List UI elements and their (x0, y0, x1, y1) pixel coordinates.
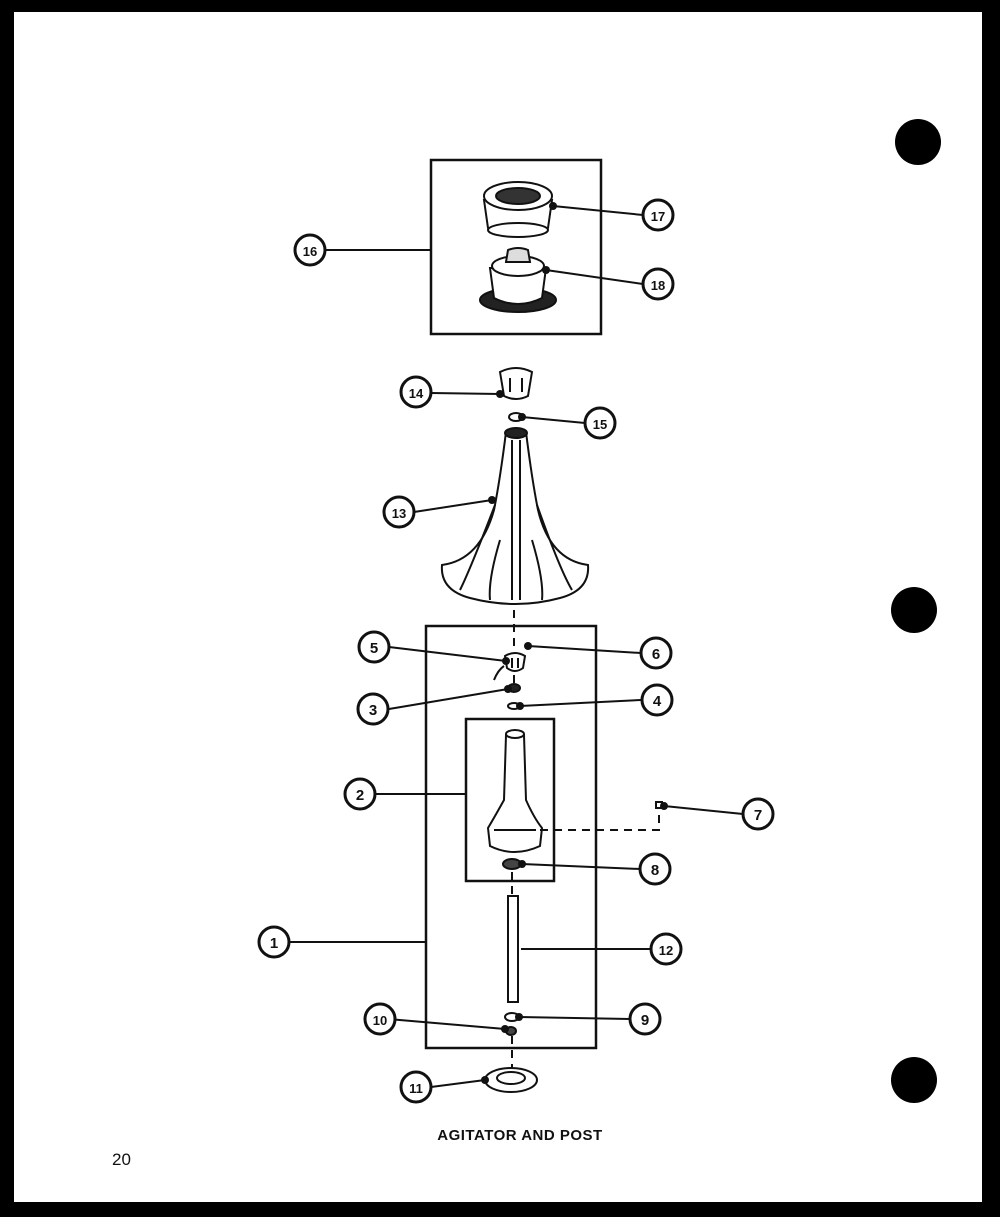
callout-6: 6 (639, 636, 673, 670)
part-10-screw (505, 1026, 517, 1036)
punch-hole (891, 1057, 937, 1103)
callout-15: 15 (583, 406, 617, 440)
part-2-post (486, 729, 544, 853)
part-17-cap (482, 181, 554, 238)
part-7-screw (655, 801, 663, 809)
part-11-ring (484, 1067, 538, 1093)
part-8-seal (502, 858, 522, 870)
callout-11: 11 (399, 1070, 433, 1104)
callout-3: 3 (356, 692, 390, 726)
punch-hole (895, 119, 941, 165)
diagram-title: AGITATOR AND POST (437, 1127, 603, 1144)
svg-text:1: 1 (270, 935, 278, 952)
svg-text:11: 11 (409, 1081, 423, 1096)
assembly-box-1 (424, 624, 598, 1050)
svg-text:8: 8 (651, 862, 659, 879)
callout-16: 16 (293, 233, 327, 267)
svg-text:4: 4 (653, 693, 662, 710)
svg-text:18: 18 (651, 278, 665, 293)
bracket-lines (290, 249, 650, 950)
svg-text:12: 12 (659, 943, 673, 958)
svg-text:15: 15 (593, 417, 607, 432)
svg-text:7: 7 (754, 807, 762, 824)
post-box-2 (464, 717, 556, 883)
callout-10: 10 (363, 1002, 397, 1036)
callout-17: 17 (641, 198, 675, 232)
parts (440, 181, 663, 1093)
assembly-lines (511, 610, 660, 1068)
svg-text:2: 2 (356, 787, 364, 804)
svg-text:14: 14 (409, 386, 424, 401)
svg-text:9: 9 (641, 1012, 649, 1029)
part-4-washer (507, 702, 521, 710)
part-12-shaft (507, 895, 519, 1003)
callout-13: 13 (382, 495, 416, 529)
punch-hole (891, 587, 937, 633)
part-13-agitator (440, 427, 590, 605)
callout-14: 14 (399, 375, 433, 409)
part-15-washer (508, 412, 524, 422)
kit-box-16 (429, 158, 603, 336)
part-3-washer (507, 683, 521, 693)
callout-8: 8 (638, 852, 672, 886)
callout-7: 7 (741, 797, 775, 831)
part-9-washer (504, 1012, 520, 1022)
svg-text:17: 17 (651, 209, 665, 224)
callout-12: 12 (649, 932, 683, 966)
callout-18: 18 (641, 267, 675, 301)
part-18-cap-base (479, 247, 557, 313)
svg-text:6: 6 (652, 646, 660, 663)
svg-text:10: 10 (373, 1013, 387, 1028)
punch-holes (891, 119, 941, 1103)
callout-9: 9 (628, 1002, 662, 1036)
callout-2: 2 (343, 777, 377, 811)
svg-text:16: 16 (303, 244, 317, 259)
page-number: 20 (112, 1150, 131, 1169)
callouts: 1 2 3 4 5 6 7 8 9 10 11 12 13 14 15 16 1… (257, 198, 775, 1104)
leader-lines (387, 202, 744, 1088)
group-boxes (424, 158, 603, 1050)
part-14-cap (498, 367, 534, 400)
svg-text:13: 13 (392, 506, 406, 521)
callout-5: 5 (357, 630, 391, 664)
part-5-nut (503, 652, 527, 672)
svg-text:3: 3 (369, 702, 377, 719)
callout-1: 1 (257, 925, 291, 959)
callout-4: 4 (640, 683, 674, 717)
svg-text:5: 5 (370, 640, 378, 657)
